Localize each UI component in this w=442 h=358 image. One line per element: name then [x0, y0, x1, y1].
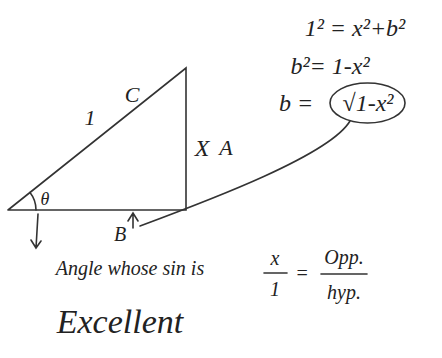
fraction-part: 1 [270, 279, 280, 299]
pointer-arrow [128, 213, 138, 228]
leader-line [140, 121, 350, 226]
angle-symbol: θ [41, 190, 50, 208]
right-triangle [8, 68, 186, 210]
side-label: B [114, 224, 126, 244]
side-label: 1 [85, 107, 96, 129]
equals-sign: = [295, 263, 309, 283]
side-label: X [195, 136, 210, 160]
equation: 1² = x²+b² [305, 16, 406, 40]
equation: b = [279, 91, 313, 115]
fraction-bar [321, 273, 367, 275]
fraction-part: Opp. [324, 247, 363, 267]
fraction-part: x [271, 248, 280, 268]
angle-arc [30, 193, 36, 211]
side-label: A [219, 137, 232, 159]
equation: b²= 1-x² [290, 54, 369, 78]
ellipse-outline [330, 83, 405, 123]
note-text: Angle whose sin is [56, 258, 204, 278]
fraction-bar [264, 272, 287, 274]
circled-expression: √1-x² [328, 81, 407, 125]
pointer-arrow [31, 214, 41, 248]
side-label: C [125, 84, 140, 106]
grade-comment: Excellent [57, 305, 183, 339]
expression-text: √1-x² [342, 91, 393, 115]
fraction-part: hyp. [327, 282, 361, 302]
